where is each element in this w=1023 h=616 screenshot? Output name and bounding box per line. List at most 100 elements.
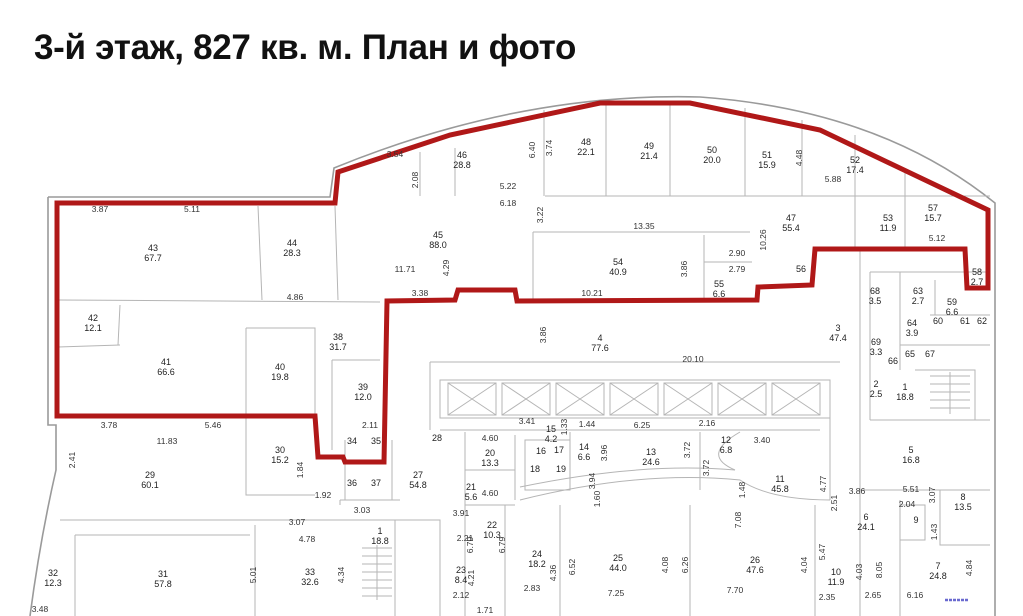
room-number: 12 xyxy=(721,435,731,445)
dimension-label: 3.07 xyxy=(927,486,937,503)
room-number: 13 xyxy=(646,447,656,457)
dimension-label: 2.41 xyxy=(67,451,77,468)
room-number: 9 xyxy=(913,515,918,525)
room-area: 16.8 xyxy=(902,455,920,465)
room-number: 42 xyxy=(88,313,98,323)
dimension-label: 4.04 xyxy=(799,556,809,573)
dimension-label: 2.11 xyxy=(362,420,378,430)
room-number: 11 xyxy=(775,474,784,484)
room-number: 39 xyxy=(358,382,368,392)
room-number: 26 xyxy=(750,555,760,565)
walls xyxy=(29,95,996,616)
room-number: 20 xyxy=(485,448,495,458)
room-number: 24 xyxy=(532,549,542,559)
dimension-label: 2.04 xyxy=(899,499,916,509)
room-area: 32.6 xyxy=(301,577,319,587)
room-number: 51 xyxy=(762,150,772,160)
dimension-label: 4.60 xyxy=(482,433,499,443)
room-number: 2 xyxy=(873,379,878,389)
room-number: 57 xyxy=(928,203,938,213)
elevator-shaft xyxy=(555,382,605,416)
dimension-label: 6.52 xyxy=(567,558,577,575)
dimension-label: 3.86 xyxy=(679,260,689,277)
room-number: 17 xyxy=(554,445,564,455)
room-number: 59 xyxy=(947,297,957,307)
dimension-label: 5.47 xyxy=(817,543,827,560)
room-area: 15.7 xyxy=(924,213,942,223)
dimension-label: 3.54 xyxy=(387,149,404,159)
room-number: 33 xyxy=(305,567,315,577)
room-area: 66.6 xyxy=(157,367,175,377)
room-area: 18.8 xyxy=(371,536,389,546)
room-area: 60.1 xyxy=(141,480,159,490)
room-area: 3.9 xyxy=(906,328,919,338)
room-area: 10.3 xyxy=(483,530,501,540)
room-area: 24.6 xyxy=(642,457,660,467)
room-area: 15.2 xyxy=(271,455,289,465)
dimension-label: 3.87 xyxy=(92,204,109,214)
dimension-label: 5.11 xyxy=(184,204,200,214)
room-area: 20.0 xyxy=(703,155,721,165)
elevator-shaft xyxy=(501,382,551,416)
room-area: 4.2 xyxy=(545,434,558,444)
room-area: 11.9 xyxy=(880,223,897,233)
elevator-shaft xyxy=(447,382,497,416)
dimension-label: 2.35 xyxy=(819,592,836,602)
room-area: 44.0 xyxy=(609,563,627,573)
room-area: 28.3 xyxy=(283,248,301,258)
dimension-label: 3.91 xyxy=(453,508,470,518)
dimension-label: 2.90 xyxy=(729,248,746,258)
dimension-label: 10.21 xyxy=(581,288,603,298)
room-labels: 4367.74428.34588.04628.84822.14921.45020… xyxy=(44,137,987,589)
room-number: 60 xyxy=(933,316,943,326)
dimension-label: 6.79 xyxy=(497,536,507,553)
dimension-label: 1.60 xyxy=(592,490,602,507)
room-area: 6.6 xyxy=(713,289,726,299)
room-number: 50 xyxy=(707,145,717,155)
dimension-label: 6.79 xyxy=(465,536,475,553)
elevator-shaft xyxy=(771,382,821,416)
dimension-label: 3.86 xyxy=(849,486,866,496)
room-area: 18.8 xyxy=(896,392,914,402)
room-area: 8.4 xyxy=(455,575,468,585)
room-area: 13.5 xyxy=(954,502,972,512)
room-number: 7 xyxy=(935,561,940,571)
dimension-label: 7.25 xyxy=(608,588,625,598)
dimension-label: 3.72 xyxy=(701,459,711,476)
elevator-shaft xyxy=(609,382,659,416)
room-area: 11.9 xyxy=(828,577,845,587)
room-number: 35 xyxy=(371,436,381,446)
room-number: 14 xyxy=(579,442,589,452)
dimension-label: 5.46 xyxy=(205,420,222,430)
dimension-label: 2.65 xyxy=(865,590,882,600)
room-number: 4 xyxy=(597,333,602,343)
room-number: 15 xyxy=(546,424,556,434)
room-area: 12.3 xyxy=(44,578,62,588)
room-area: 6.6 xyxy=(578,452,591,462)
dimension-label: 3.07 xyxy=(289,517,306,527)
dimension-label: 4.77 xyxy=(818,475,828,492)
dimension-label: 2.21 xyxy=(457,533,474,543)
room-area: 45.8 xyxy=(771,484,789,494)
room-number: 53 xyxy=(883,213,893,223)
room-number: 45 xyxy=(433,230,443,240)
dimension-label: 4.84 xyxy=(964,559,974,576)
room-number: 30 xyxy=(275,445,285,455)
dimension-label: 6.18 xyxy=(500,198,517,208)
room-number: 63 xyxy=(913,286,923,296)
dimension-label: 13.35 xyxy=(633,221,655,231)
dimension-label: 3.22 xyxy=(535,206,545,223)
room-number: 64 xyxy=(907,318,917,328)
room-area: 3.5 xyxy=(869,296,882,306)
room-number: 66 xyxy=(888,356,898,366)
room-number: 68 xyxy=(870,286,880,296)
room-number: 56 xyxy=(796,264,806,274)
room-number: 36 xyxy=(347,478,357,488)
elevator-shaft xyxy=(717,382,767,416)
dimension-label: 1.92 xyxy=(315,490,332,500)
room-number: 37 xyxy=(371,478,381,488)
room-number: 32 xyxy=(48,568,58,578)
dimension-label: 6.25 xyxy=(634,420,651,430)
room-number: 54 xyxy=(613,257,623,267)
